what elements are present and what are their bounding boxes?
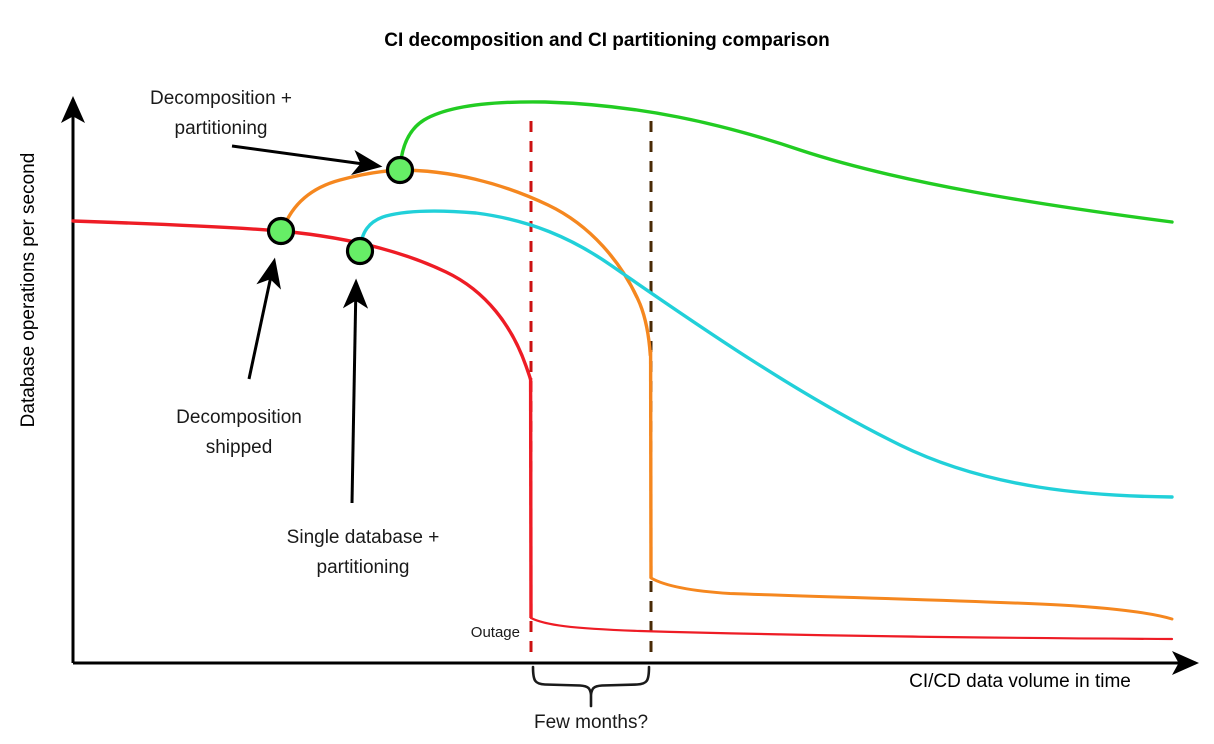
series-red-post-outage <box>529 616 1174 641</box>
series-orange-pre-collapse <box>281 168 652 357</box>
annotation-arrow-decomposition-partitioning <box>231 144 383 176</box>
junction-marker-decomposition-partitioning[interactable] <box>385 155 415 185</box>
page-title: CI decomposition and CI partitioning com… <box>384 30 829 51</box>
annotation-decomposition-partitioning-line2: partitioning <box>175 118 268 139</box>
y-axis-label: Database operations per second <box>18 153 39 428</box>
x-axis-label: CI/CD data volume in time <box>909 671 1131 692</box>
series-orange-post-collapse <box>649 576 1174 621</box>
junction-marker-decomposition-shipped[interactable] <box>266 216 296 246</box>
annotation-decomposition-shipped-line2: shipped <box>206 437 273 458</box>
series-cyan <box>358 209 1174 499</box>
junction-marker-single-db-partitioning[interactable] <box>345 236 375 266</box>
series-green <box>398 100 1174 224</box>
brace-few-months <box>531 665 651 696</box>
annotation-arrow-single-db-partitioning <box>342 278 369 504</box>
annotation-decomposition-shipped-line1: Decomposition <box>176 407 302 428</box>
annotation-decomposition-partitioning-line1: Decomposition + <box>150 88 292 109</box>
annotation-few-months-label: Few months? <box>534 712 648 733</box>
annotation-single-db-partitioning-line2: partitioning <box>317 557 410 578</box>
annotation-outage-label: Outage <box>471 624 520 641</box>
annotation-single-db-partitioning-line1: Single database + <box>287 527 440 548</box>
annotation-arrow-decomposition-shipped <box>247 257 281 380</box>
series-red-pre-outage <box>71 219 533 381</box>
